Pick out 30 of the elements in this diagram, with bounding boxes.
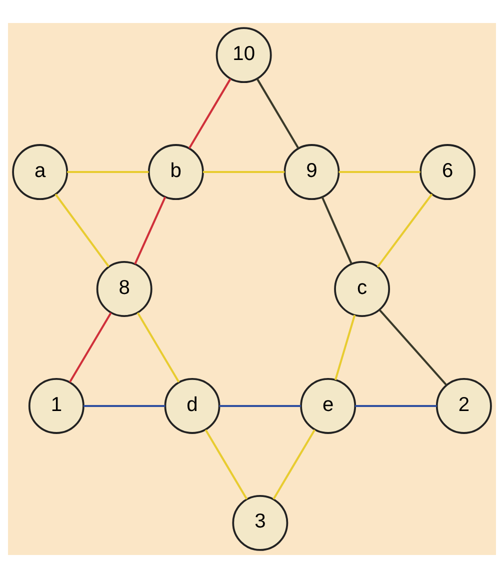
connector — [54, 194, 110, 268]
connector — [202, 171, 285, 174]
node-circle: 1 — [28, 378, 84, 434]
connector — [188, 78, 232, 149]
connector — [334, 314, 356, 380]
connector — [272, 429, 316, 500]
node-circle: 9 — [284, 144, 340, 200]
node-circle: 8 — [96, 261, 152, 317]
connector — [256, 78, 300, 149]
connector — [136, 312, 180, 383]
node-circle: e — [300, 378, 356, 434]
connector — [379, 310, 448, 386]
node-circle: c — [334, 261, 390, 317]
node-circle: a — [12, 144, 68, 200]
connector — [376, 194, 433, 268]
node-circle: b — [148, 144, 204, 200]
connector — [204, 429, 248, 500]
connector — [338, 171, 420, 174]
connector — [355, 404, 437, 407]
node-circle: 10 — [216, 27, 272, 84]
connector — [84, 404, 166, 407]
node-circle: 6 — [420, 144, 476, 200]
node-circle: 2 — [436, 378, 492, 434]
node-circle: d — [164, 378, 220, 434]
connector — [134, 196, 166, 264]
connector — [67, 171, 149, 174]
connector — [321, 196, 352, 264]
connector — [68, 312, 112, 383]
node-circle: 3 — [232, 494, 288, 551]
connector — [219, 404, 301, 407]
